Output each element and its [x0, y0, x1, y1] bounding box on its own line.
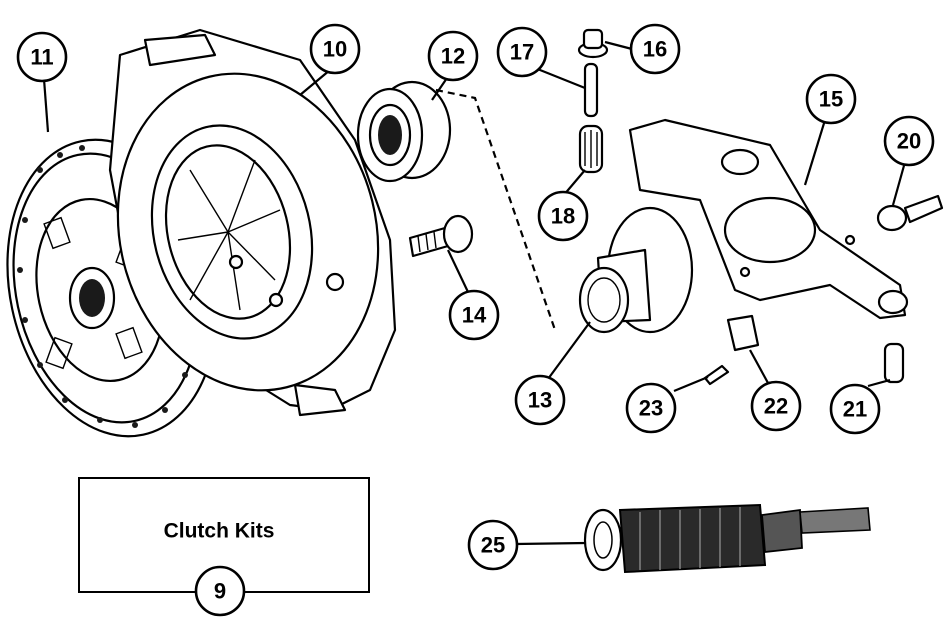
callout-25: 25 [467, 519, 519, 571]
callout-10-label: 10 [323, 37, 347, 62]
clutch-kits-label: Clutch Kits [164, 520, 275, 543]
callout-20-label: 20 [897, 129, 921, 154]
callout-21: 21 [829, 383, 881, 435]
callout-25-label: 25 [481, 533, 505, 558]
part-16-nut [577, 28, 609, 59]
callout-23: 23 [625, 382, 677, 434]
callout-22: 22 [750, 380, 802, 432]
callout-14: 14 [448, 289, 500, 341]
callout-14-label: 14 [462, 303, 487, 328]
callout-17-label: 17 [510, 40, 534, 65]
callout-16-label: 16 [643, 37, 667, 62]
part-18-bush [578, 124, 604, 174]
callout-18: 18 [537, 190, 589, 242]
callout-11-label: 11 [30, 45, 53, 70]
callout-21-label: 21 [843, 397, 867, 422]
part-20-clevis-pin [876, 194, 944, 232]
callout-15: 15 [805, 73, 857, 125]
part-17-pin [583, 62, 599, 118]
part-25-alignment-tool [583, 503, 871, 574]
callout-18-label: 18 [551, 204, 575, 229]
callout-13: 13 [514, 374, 566, 426]
callout-22-label: 22 [764, 394, 788, 419]
part-15-release-lever [628, 118, 909, 320]
callout-23-label: 23 [639, 396, 663, 421]
part-23-roll-pin [703, 364, 730, 386]
callout-15-label: 15 [819, 87, 843, 112]
callout-9: 9 [194, 565, 246, 617]
callout-10: 10 [309, 23, 361, 75]
callout-20: 20 [883, 115, 935, 167]
part-10-pressure-plate [108, 28, 397, 417]
callout-11: 11 [16, 31, 68, 83]
callout-12-label: 12 [441, 44, 465, 69]
part-21-dowel [883, 342, 905, 384]
callout-17: 17 [496, 26, 548, 78]
part-22-pivot-block [726, 314, 760, 352]
part-14-bolt [408, 214, 474, 258]
callout-16: 16 [629, 23, 681, 75]
callout-13-label: 13 [528, 388, 552, 413]
callout-12: 12 [427, 30, 479, 82]
callout-9-label: 9 [214, 579, 226, 604]
part-13-bearing-sleeve [578, 206, 694, 334]
part-12-release-bearing [356, 80, 452, 183]
